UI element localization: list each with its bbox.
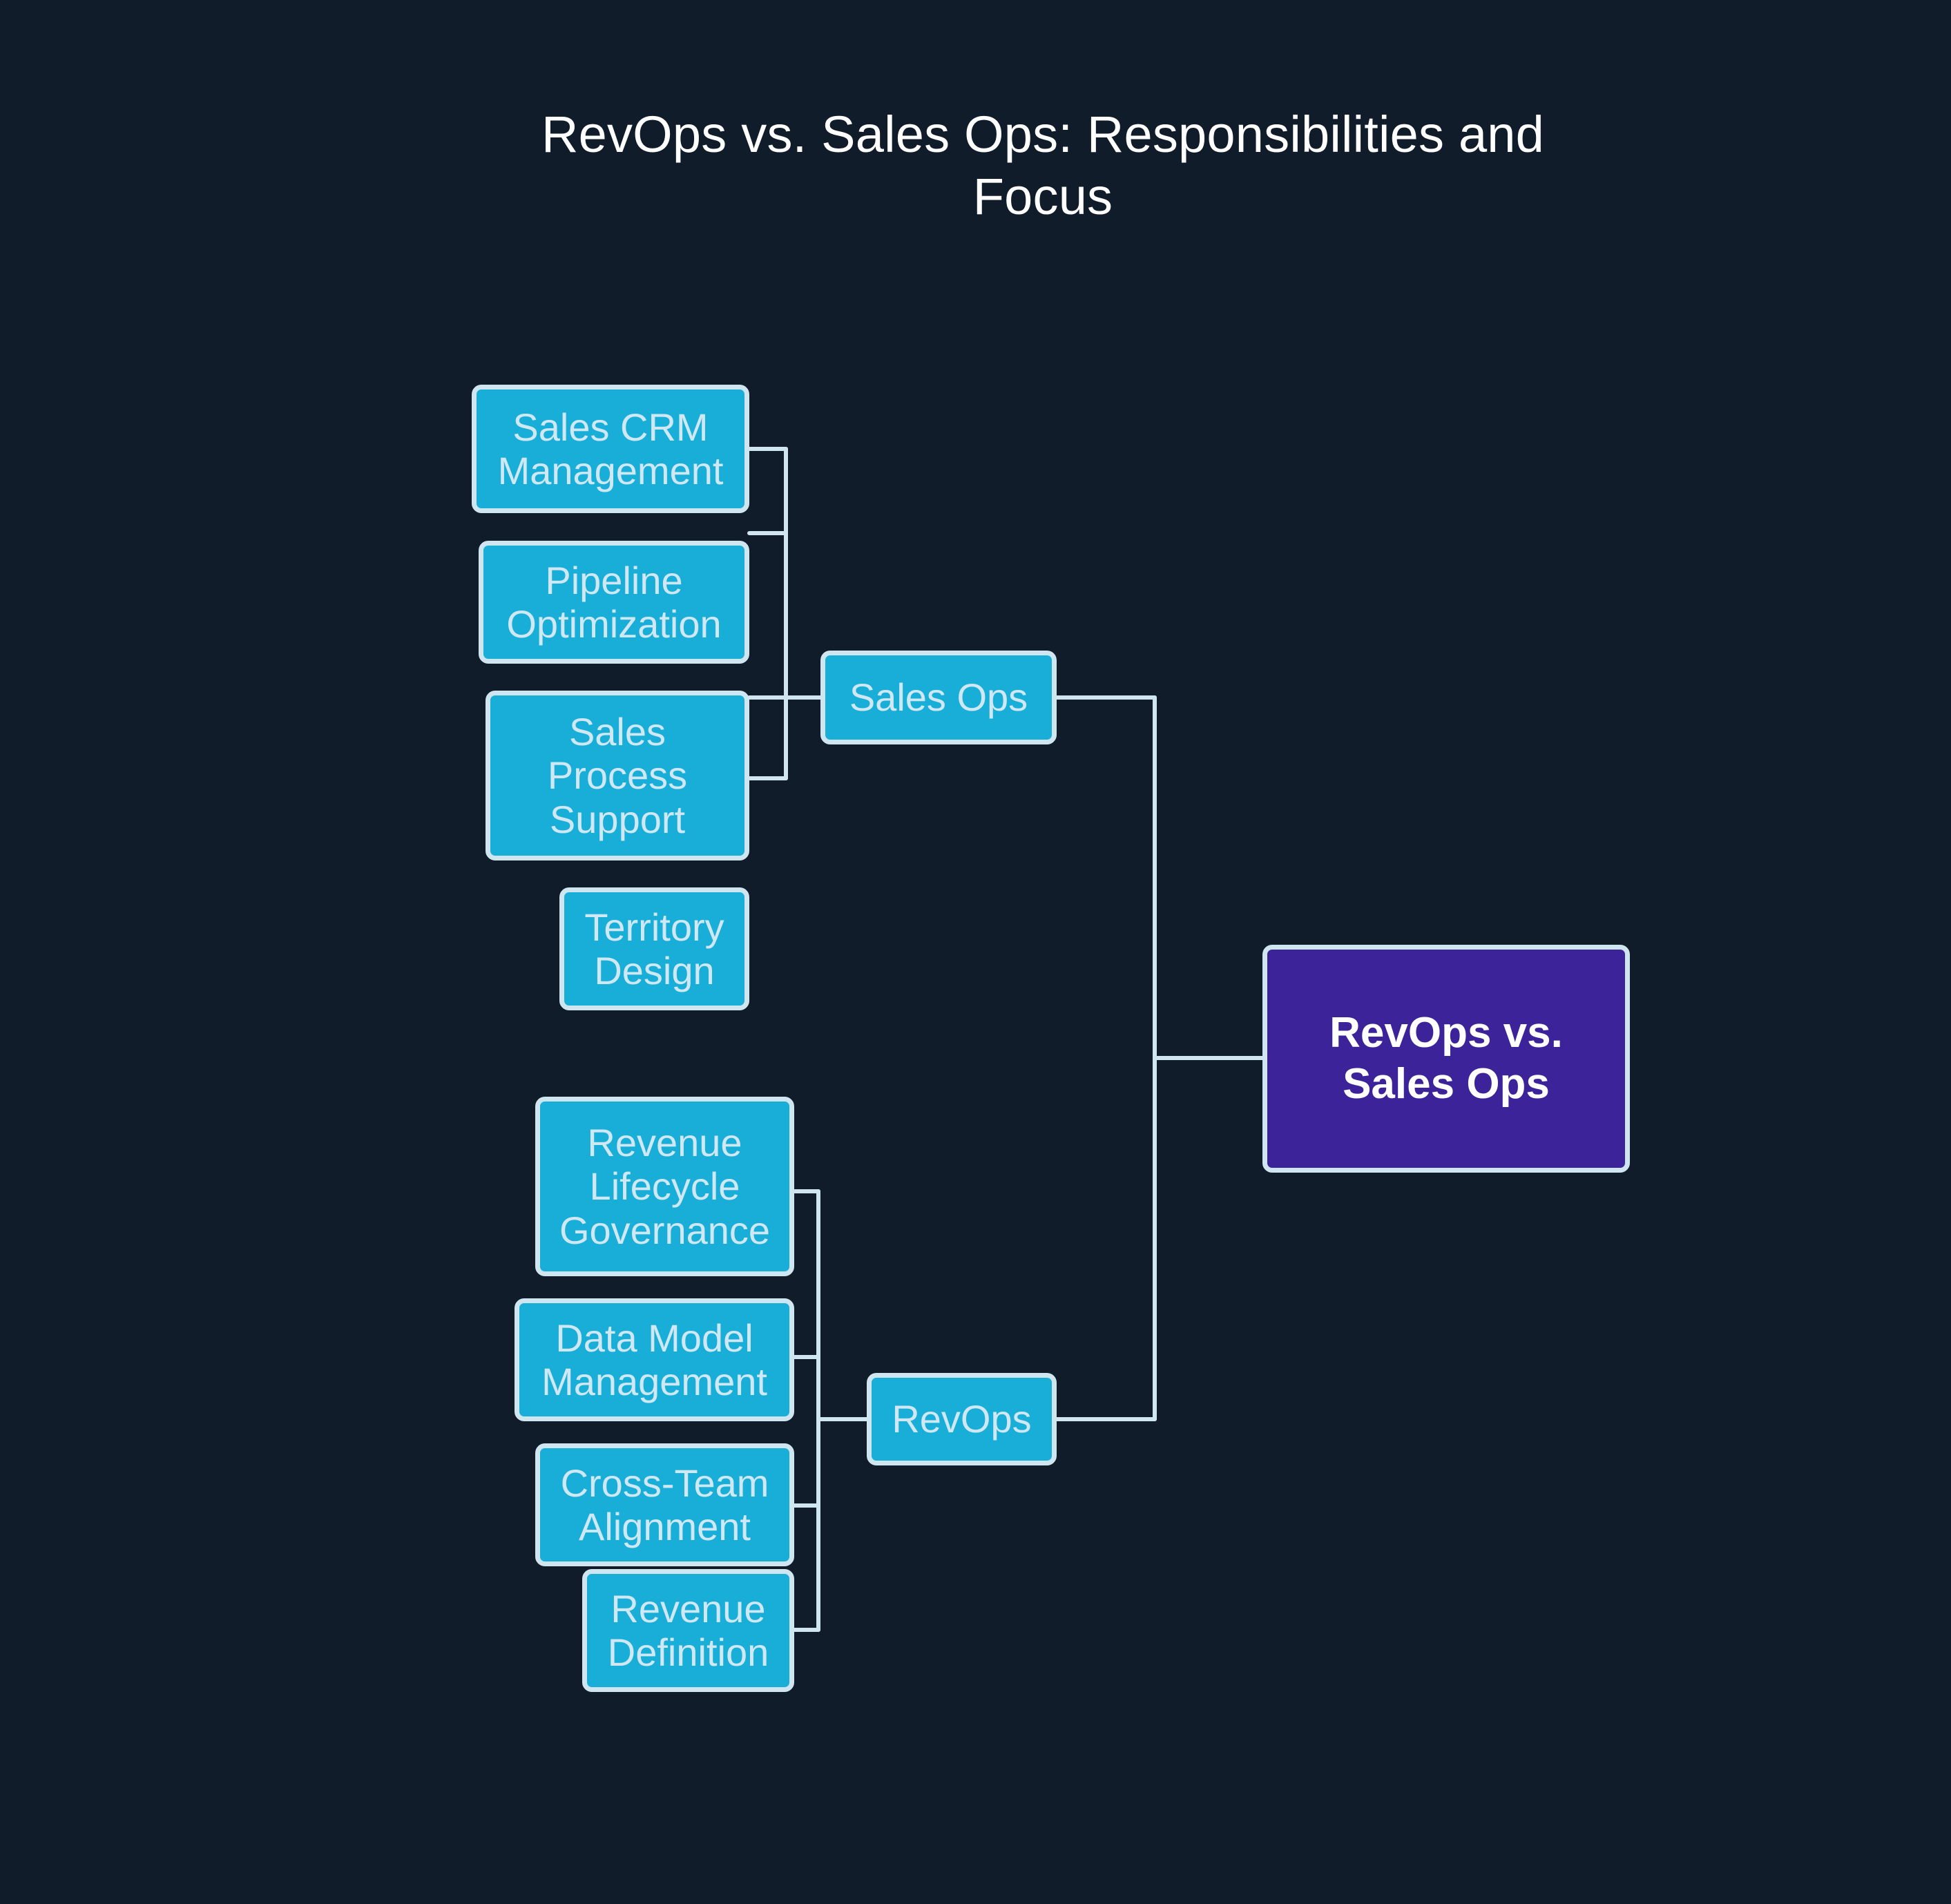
page-title: RevOps vs. Sales Ops: Responsibilities a… <box>541 106 1545 226</box>
leaf-cross-team-alignment[interactable]: Cross-Team Alignment <box>535 1443 794 1566</box>
leaf-sales-process-support[interactable]: Sales Process Support <box>486 691 749 860</box>
connector-sales-crm-management <box>747 447 788 535</box>
branch-revops[interactable]: RevOps <box>867 1373 1057 1465</box>
leaf-data-model-management[interactable]: Data Model Management <box>515 1298 794 1421</box>
leaf-territory-design[interactable]: Territory Design <box>559 887 749 1010</box>
leaf-revenue-lifecycle-governance[interactable]: Revenue Lifecycle Governance <box>535 1097 794 1276</box>
leaf-sales-crm-management[interactable]: Sales CRM Management <box>472 385 749 513</box>
leaf-revenue-definition[interactable]: Revenue Definition <box>582 1569 794 1692</box>
root-node-revops-vs-sales-ops[interactable]: RevOps vs. Sales Ops <box>1262 945 1630 1173</box>
branch-sales-ops[interactable]: Sales Ops <box>820 651 1057 744</box>
connector-territory-design <box>747 695 788 780</box>
leaf-pipeline-optimization[interactable]: Pipeline Optimization <box>479 541 749 664</box>
